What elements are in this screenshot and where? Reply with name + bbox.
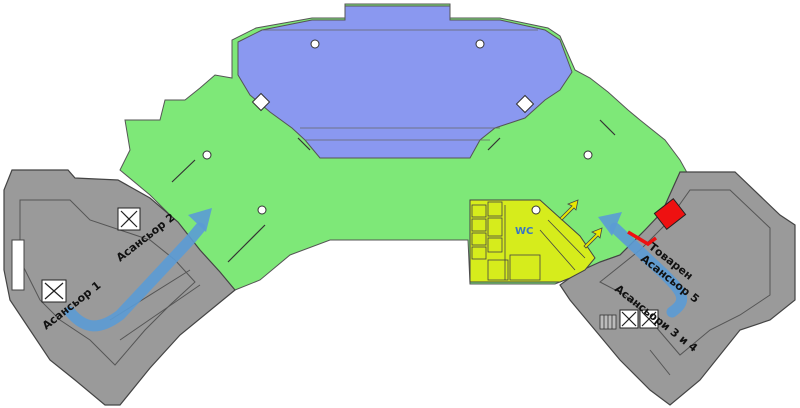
route-arrow-icon — [598, 212, 622, 236]
direction-arrow-icon — [559, 199, 603, 249]
route-arrow-icon — [64, 222, 206, 332]
freight-elevator-marker — [653, 198, 687, 230]
elevator-3-icon — [621, 311, 637, 327]
round-column-icon — [202, 39, 593, 215]
route-arrow-icon — [188, 208, 212, 232]
main-hall — [237, 5, 573, 159]
route-arrow-icon — [609, 222, 688, 318]
elevator-1-icon — [44, 282, 64, 300]
stair-line — [119, 284, 201, 341]
structural-posts — [251, 92, 535, 114]
elevator-4-icon — [641, 311, 657, 327]
elevator-2-icon — [120, 210, 138, 228]
wc-area — [469, 199, 596, 283]
freight-route-icon — [627, 230, 658, 247]
wc-label: WC — [515, 226, 533, 237]
stair-grid — [599, 314, 617, 330]
wc-partitions — [471, 201, 586, 281]
left-block-room — [11, 239, 25, 291]
interior-wall-lines — [171, 119, 616, 263]
left-block-corridor — [19, 199, 196, 366]
stair-line — [649, 349, 671, 376]
left-service-block — [3, 169, 236, 406]
